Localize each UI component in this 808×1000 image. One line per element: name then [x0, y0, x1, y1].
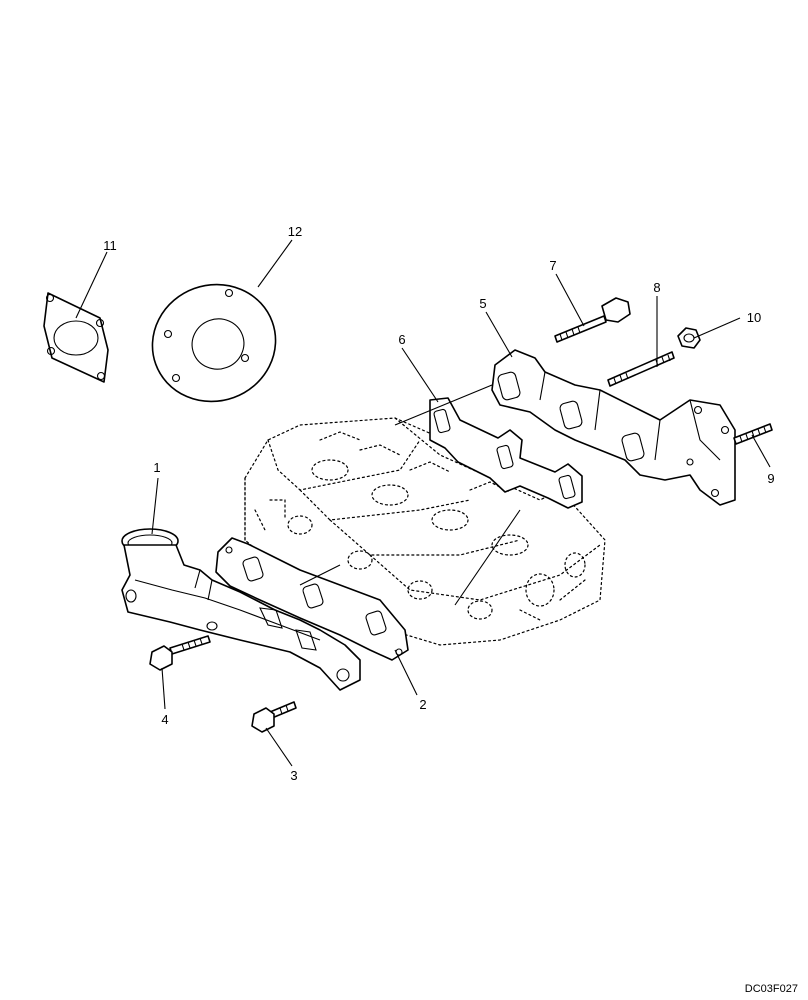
callout-6: 6: [398, 332, 406, 347]
callout-11: 11: [103, 238, 117, 253]
callout-8: 8: [653, 280, 661, 295]
engine-cylinder-head-outline: [244, 417, 606, 646]
figure-code: DC03F027: [744, 983, 798, 995]
part-9-stud: [733, 423, 773, 445]
part-11-square-gasket: [43, 292, 109, 383]
callout-1: 1: [153, 460, 161, 475]
callout-3: 3: [290, 768, 298, 783]
part-8-stud: [607, 351, 675, 387]
part-6-manifold-gasket: [429, 397, 583, 509]
part-5-exhaust-manifold-upper: [491, 349, 736, 506]
callout-2: 2: [419, 697, 427, 712]
part-12-round-gasket: [151, 283, 277, 403]
assembly-alignment-lines: [299, 384, 521, 606]
callout-4: 4: [161, 712, 169, 727]
part-10-nut: [677, 327, 701, 349]
callout-9: 9: [767, 471, 775, 486]
part-3-flange-bolt: [251, 701, 297, 733]
part-2-manifold-gasket: [215, 537, 409, 661]
part-7-flange-bolt: [554, 297, 631, 343]
callout-leaders: [75, 239, 771, 767]
callout-12: 12: [287, 224, 303, 239]
callout-7: 7: [549, 258, 557, 273]
part-4-flange-bolt: [149, 635, 211, 671]
part-1-exhaust-manifold-lower: [121, 528, 361, 691]
callout-10: 10: [746, 310, 762, 325]
callout-5: 5: [479, 296, 487, 311]
